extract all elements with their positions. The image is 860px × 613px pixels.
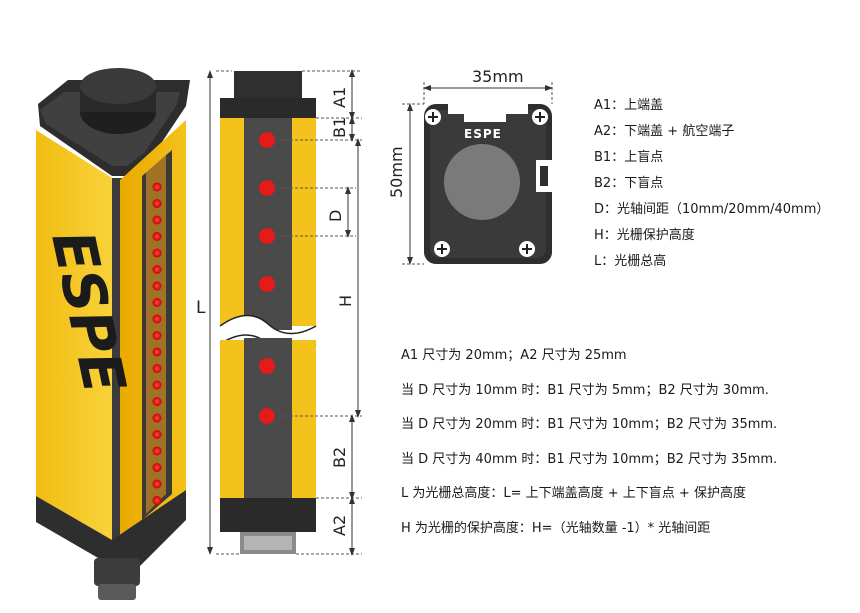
label-A1: A1 xyxy=(330,87,349,108)
led-dot xyxy=(152,446,162,456)
led-dot xyxy=(259,276,275,292)
led-column xyxy=(152,182,162,505)
label-50mm: 50mm xyxy=(387,146,406,198)
dimension-legend: A1：上端盖 A2：下端盖 + 航空端子 B1：上盲点 B2：下盲点 D：光轴间… xyxy=(594,93,829,275)
screw-bottom-right-icon xyxy=(519,241,535,257)
led-dot xyxy=(152,265,162,274)
led-dot xyxy=(152,314,162,324)
upper-body-window xyxy=(244,118,292,330)
led-dot xyxy=(152,364,162,373)
cross-section-view: ESPE xyxy=(424,104,552,264)
label-L: L xyxy=(196,298,206,318)
connector-nut xyxy=(94,558,140,586)
led-front-column xyxy=(259,132,275,424)
light-curtain-3d-view: ESPE xyxy=(36,68,190,600)
screw-top-left-icon xyxy=(425,109,441,125)
top-notch xyxy=(448,104,528,122)
led-dot xyxy=(152,479,162,489)
cap-knob-top xyxy=(80,68,156,104)
legend-item: A1：上端盖 xyxy=(594,98,664,113)
dimension-ladder xyxy=(280,69,362,556)
led-dot xyxy=(152,182,162,192)
top-cap-flange xyxy=(220,98,316,118)
legend-item: L：光栅总高 xyxy=(594,254,667,269)
legend-item: B2：下盲点 xyxy=(594,176,664,191)
connector-front-thread xyxy=(244,536,292,550)
note-item: 当 D 尺寸为 10mm 时：B1 尺寸为 5mm；B2 尺寸为 30mm. xyxy=(401,382,769,398)
led-dot xyxy=(152,215,162,225)
side-slot-inner xyxy=(540,166,548,186)
note-item: L 为光栅总高度：L= 上下端盖高度 + 上下盲点 + 保护高度 xyxy=(401,486,746,501)
dimension-height: 50mm xyxy=(387,103,424,265)
led-dot xyxy=(152,331,162,340)
led-dot xyxy=(152,463,162,472)
note-item: A1 尺寸为 20mm；A2 尺寸为 25mm xyxy=(401,348,627,363)
label-H: H xyxy=(336,295,355,307)
led-dot xyxy=(152,298,162,307)
spec-notes: A1 尺寸为 20mm；A2 尺寸为 25mm 当 D 尺寸为 10mm 时：B… xyxy=(401,339,777,546)
front-section-view xyxy=(219,71,317,554)
screw-bottom-left-icon xyxy=(434,241,450,257)
note-item: 当 D 尺寸为 20mm 时：B1 尺寸为 10mm；B2 尺寸为 35mm. xyxy=(401,417,778,432)
led-dot xyxy=(259,358,275,374)
body-side-face xyxy=(36,130,112,540)
led-dot xyxy=(259,180,275,196)
led-dot xyxy=(152,248,162,258)
label-A2: A2 xyxy=(330,515,349,536)
bottom-cap xyxy=(36,490,186,566)
label-B1: B1 xyxy=(330,117,349,138)
led-dot xyxy=(152,430,162,439)
label-35mm: 35mm xyxy=(472,67,524,86)
led-dot xyxy=(152,347,162,357)
legend-item: A2：下端盖 + 航空端子 xyxy=(594,124,735,139)
section-logo: ESPE xyxy=(464,127,502,141)
led-dot xyxy=(152,380,162,390)
legend-item: D：光轴间距（10mm/20mm/40mm） xyxy=(594,202,830,217)
legend-item: B1：上盲点 xyxy=(594,150,664,165)
led-dot xyxy=(259,408,275,424)
label-B2: B2 xyxy=(330,447,349,468)
led-dot xyxy=(152,232,162,241)
section-break-line-top xyxy=(219,314,317,335)
bottom-cap-front xyxy=(220,498,316,532)
led-dot xyxy=(152,413,162,423)
legend-item: H：光栅保护高度 xyxy=(594,228,695,243)
led-dot xyxy=(152,281,162,291)
dimension-width: 35mm xyxy=(423,67,553,104)
note-item: H 为光栅的保护高度：H=（光轴数量 -1）* 光轴间距 xyxy=(401,520,711,536)
led-dot xyxy=(259,132,275,148)
led-dot xyxy=(152,199,162,208)
screw-top-right-icon xyxy=(532,109,548,125)
note-item: 当 D 尺寸为 40mm 时：B1 尺寸为 10mm；B2 尺寸为 35mm. xyxy=(401,451,778,467)
dimension-L: L xyxy=(196,70,240,555)
led-dot xyxy=(259,228,275,244)
led-dot xyxy=(152,397,162,406)
top-cap-front xyxy=(234,71,302,101)
connector-thread xyxy=(98,584,136,600)
lens-circle xyxy=(444,144,520,220)
led-dot xyxy=(152,496,162,505)
label-D: D xyxy=(326,210,345,222)
